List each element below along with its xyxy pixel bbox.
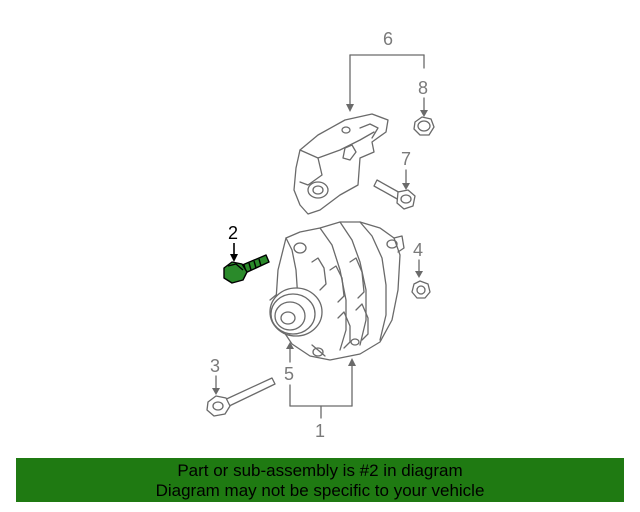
callout-6-leader (346, 54, 425, 112)
callout-3-leader (212, 375, 220, 395)
banner-line-disclaimer: Diagram may not be specific to your vehi… (155, 481, 485, 500)
callout-label-1: 1 (315, 421, 326, 441)
nut-part-4 (411, 280, 431, 299)
callout-label-4: 4 (413, 240, 424, 260)
alternator-part-5 (269, 221, 405, 361)
callout-8-leader (420, 97, 428, 117)
bolt-part-2-highlighted (223, 254, 270, 284)
callout-7-leader (402, 169, 410, 190)
nut-part-8 (413, 116, 435, 136)
parts-diagram (206, 54, 435, 419)
callout-2-leader (230, 243, 238, 262)
bolt-part-3 (206, 377, 276, 417)
callout-label-8: 8 (418, 78, 429, 98)
callout-5-leader (286, 342, 294, 363)
callout-label-3: 3 (210, 356, 221, 376)
callout-label-7: 7 (401, 149, 412, 169)
callout-label-6: 6 (383, 29, 394, 49)
callout-label-5: 5 (284, 364, 295, 384)
bracket-part-6 (293, 113, 389, 215)
callout-4-leader (415, 259, 423, 278)
callout-label-2: 2 (228, 223, 239, 243)
banner-line-part: Part or sub-assembly is #2 in diagram (177, 461, 463, 480)
notice-banner: Part or sub-assembly is #2 in diagram Di… (16, 458, 624, 502)
bolt-part-7 (373, 179, 416, 210)
callout-1-leader (289, 358, 356, 419)
